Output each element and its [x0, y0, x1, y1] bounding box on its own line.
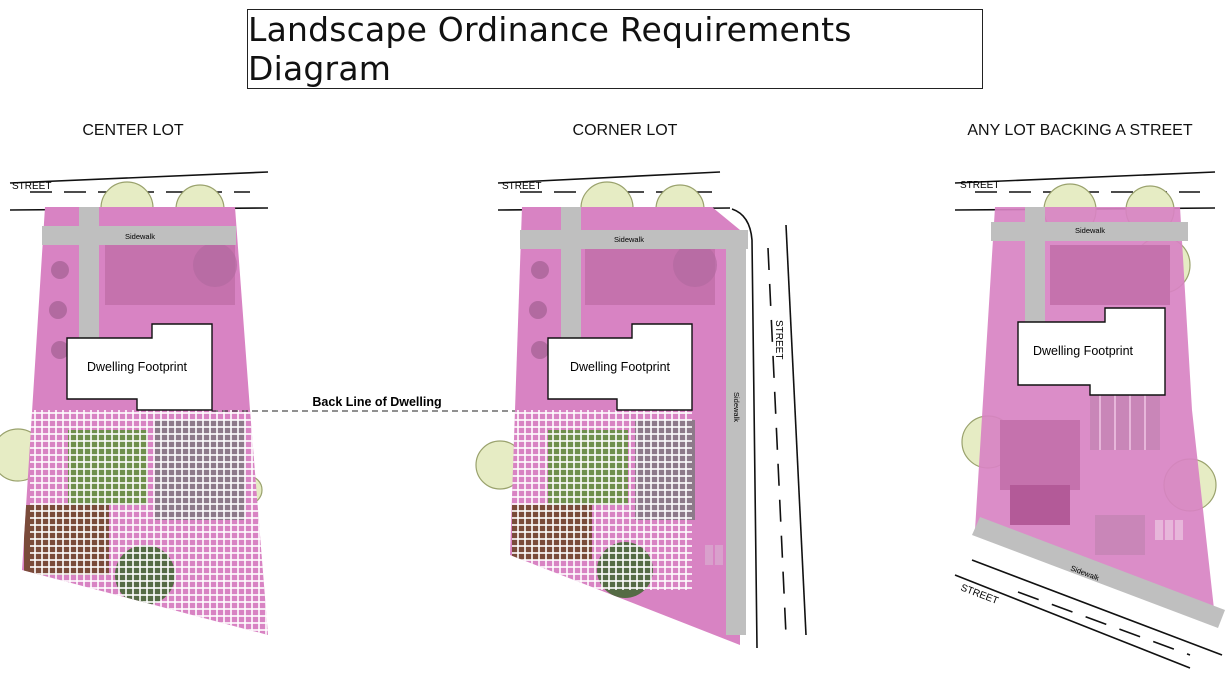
- corner-lot: STREET STREET: [475, 171, 807, 649]
- dwelling-label: Dwelling Footprint: [1033, 344, 1134, 358]
- street-side: STREET: [731, 208, 807, 649]
- walkway: [79, 207, 99, 342]
- backing-lot: STREET Sidewalk Sidewalk: [954, 171, 1225, 669]
- dwelling-label: Dwelling Footprint: [570, 360, 671, 374]
- back-line-label: Back Line of Dwelling: [312, 395, 441, 409]
- back-street-label: STREET: [959, 583, 1000, 607]
- dwelling-footprint: [547, 323, 693, 411]
- side-sidewalk-label: Sidewalk: [732, 392, 741, 422]
- page-title: Landscape Ordinance Requirements Diagram: [248, 10, 852, 88]
- backing-lot-label: ANY LOT BACKING A STREET: [967, 122, 1193, 139]
- back-line-of-dwelling: Back Line of Dwelling: [212, 394, 727, 412]
- sidewalk-label: Sidewalk: [125, 232, 155, 241]
- dwelling-footprint: [66, 323, 213, 411]
- sidewalk-label: Sidewalk: [1075, 226, 1105, 235]
- center-lot-label: CENTER LOT: [82, 122, 184, 139]
- side-street-label: STREET: [773, 320, 784, 359]
- side-sidewalk: [726, 230, 746, 635]
- street-label: STREET: [12, 181, 51, 192]
- plantings: [512, 243, 723, 598]
- walkway: [1025, 207, 1045, 327]
- dwelling-footprint: [1017, 307, 1166, 396]
- sidewalk-label: Sidewalk: [614, 235, 644, 244]
- center-lot: STREET Sidewalk Dwelling Footprint: [0, 171, 269, 635]
- back-sidewalk: [972, 517, 1225, 628]
- title-box: Landscape Ordinance Requirements Diagram: [247, 9, 983, 89]
- corner-lot-label: CORNER LOT: [572, 122, 678, 139]
- plantings: [1000, 245, 1183, 555]
- walkway: [561, 207, 581, 342]
- street-label: STREET: [960, 180, 999, 191]
- plantings: [24, 243, 268, 635]
- dwelling-label: Dwelling Footprint: [87, 360, 188, 374]
- street-label: STREET: [502, 181, 541, 192]
